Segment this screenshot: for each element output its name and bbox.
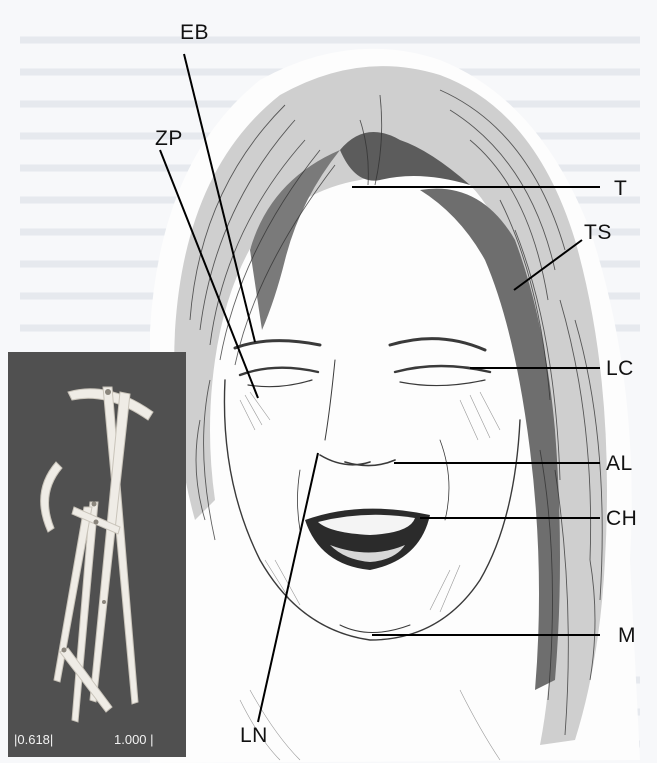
label-T: T bbox=[614, 178, 627, 199]
golden-ratio-calipers-photo: |0.618| 1.000 | bbox=[8, 352, 186, 757]
label-LN: LN bbox=[240, 725, 268, 746]
label-M: M bbox=[618, 625, 636, 646]
label-TS: TS bbox=[584, 222, 612, 243]
label-ZP: ZP bbox=[155, 128, 183, 149]
calipers-scale-long: 1.000 | bbox=[114, 733, 154, 746]
calipers-scale-short: |0.618| bbox=[14, 733, 53, 746]
label-CH: CH bbox=[606, 508, 637, 529]
label-EB: EB bbox=[180, 22, 209, 43]
label-LC: LC bbox=[606, 358, 634, 379]
label-AL: AL bbox=[606, 453, 633, 474]
calipers-icon bbox=[8, 352, 186, 757]
